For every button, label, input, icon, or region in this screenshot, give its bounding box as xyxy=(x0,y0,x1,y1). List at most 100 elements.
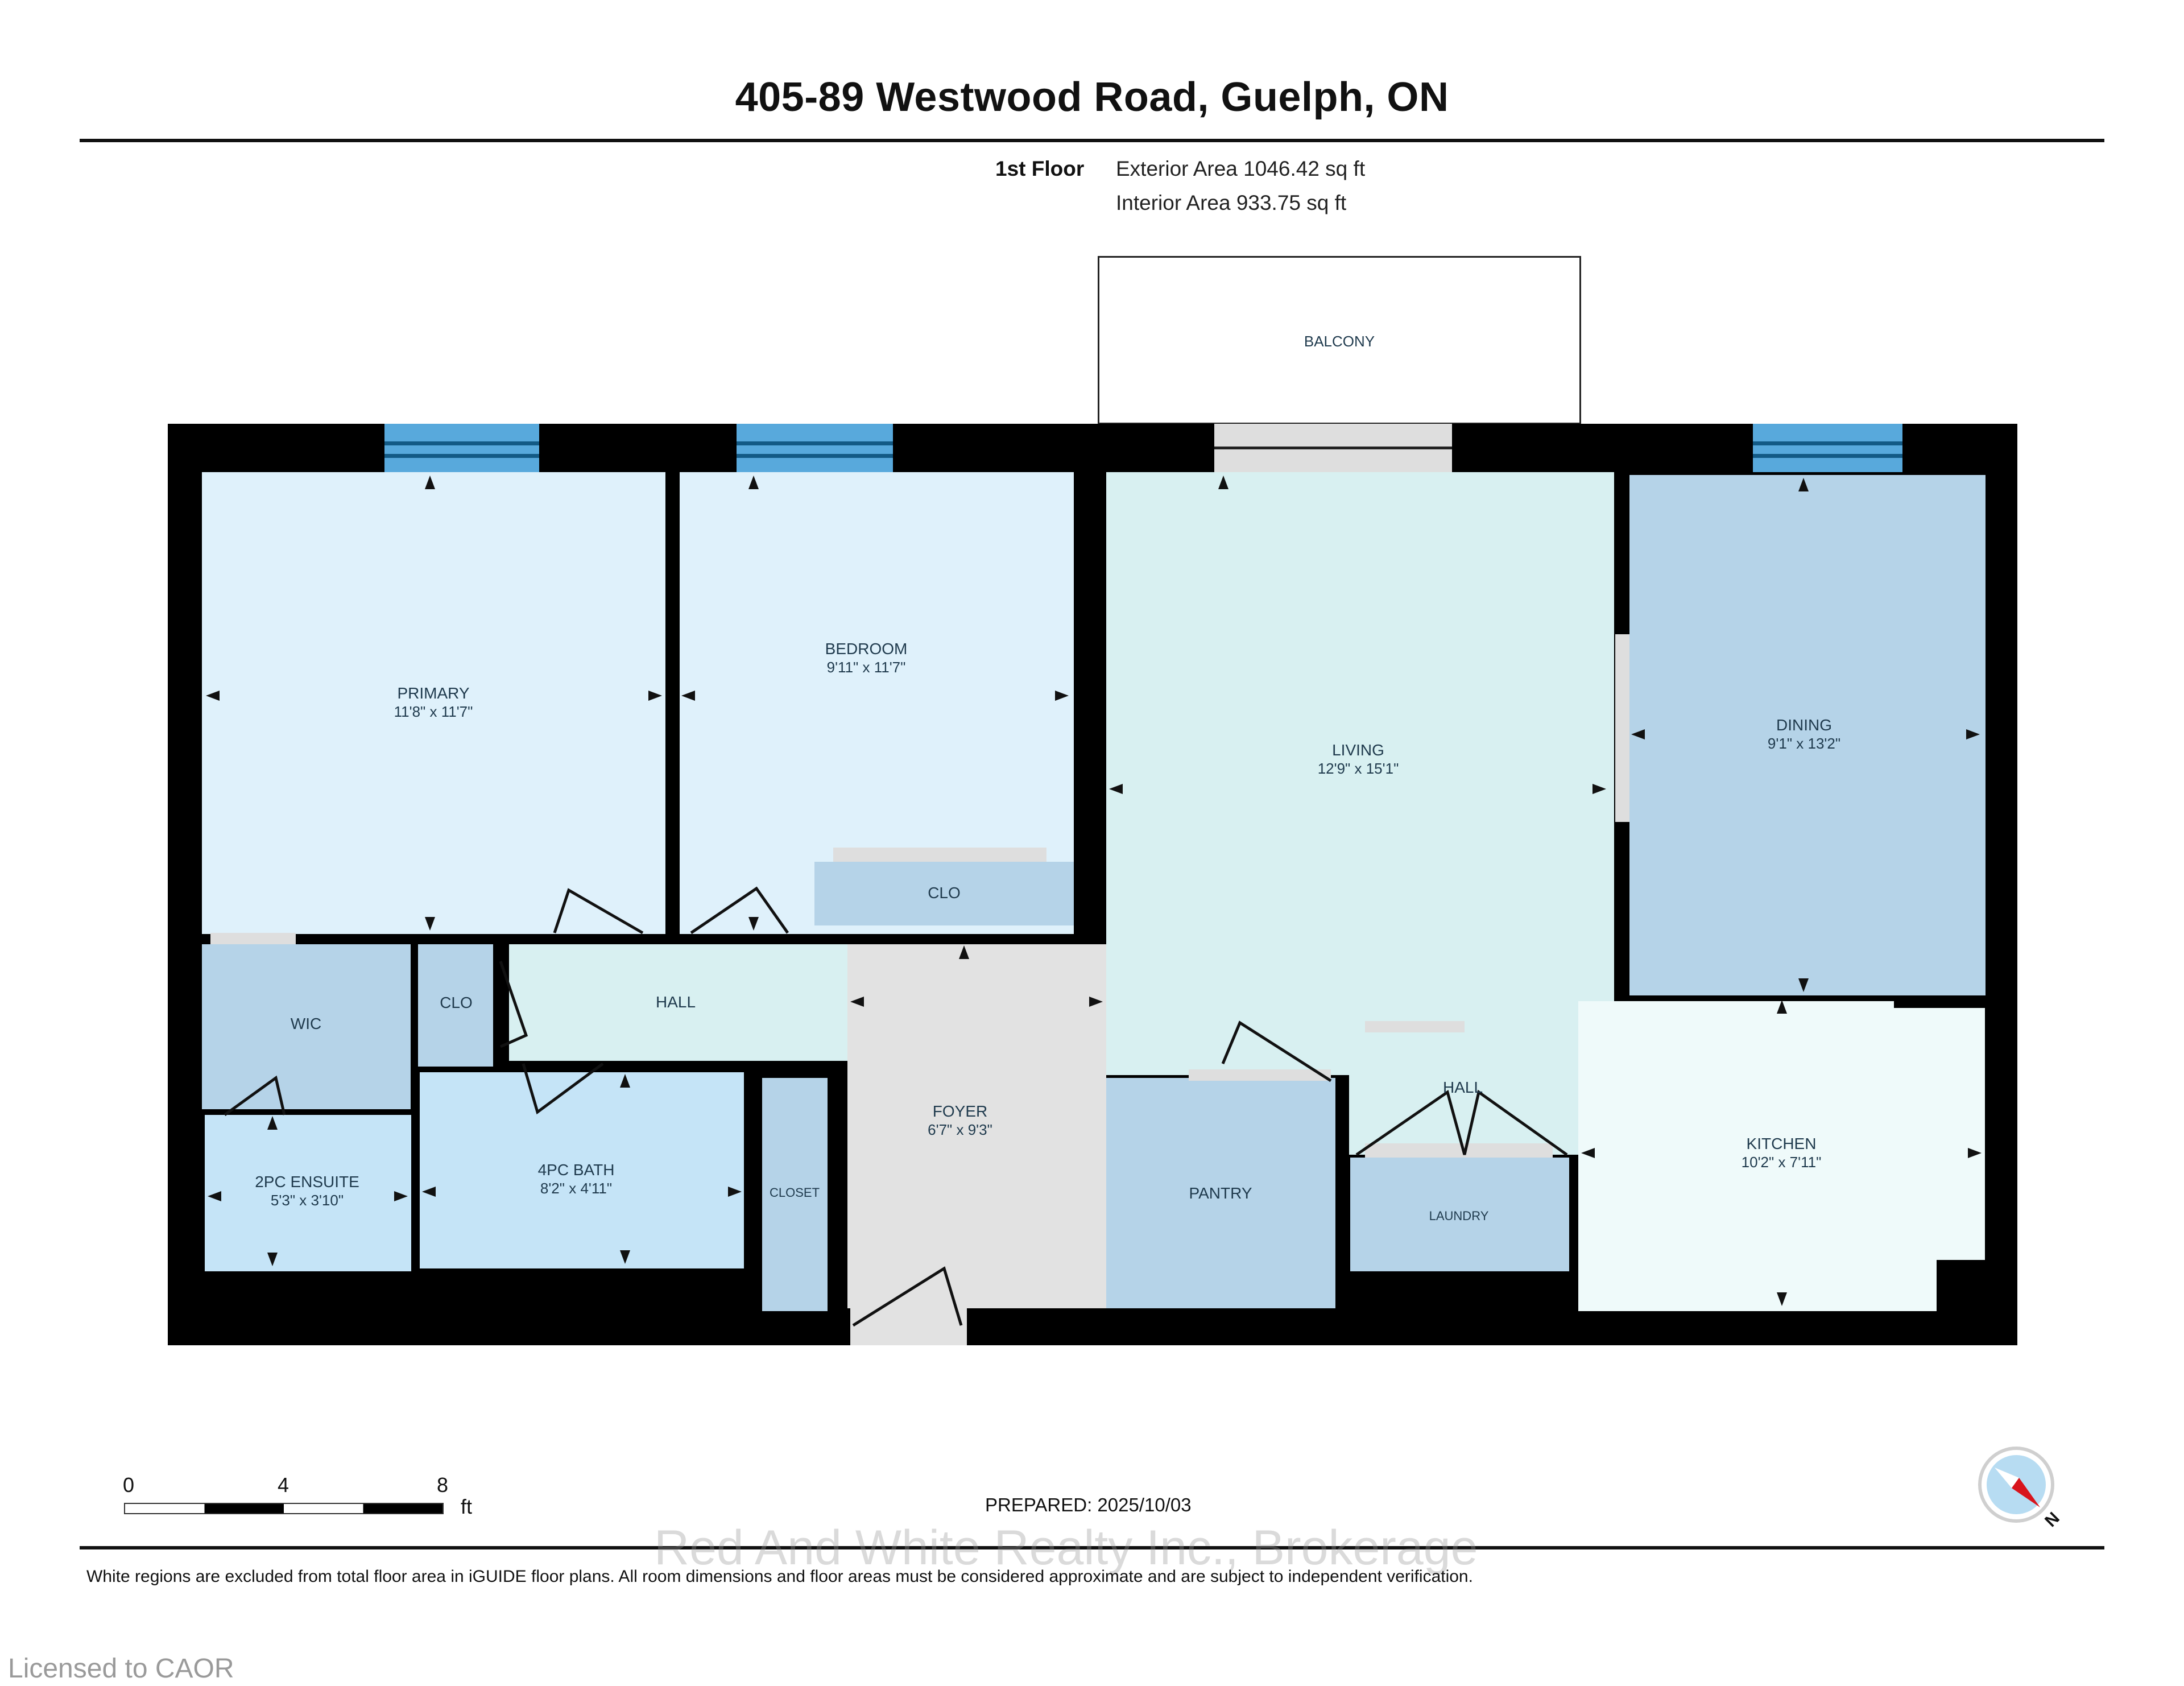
foyer-label: FOYER 6'7" x 9'3" xyxy=(928,1102,992,1139)
arrow-icon xyxy=(206,691,220,701)
room-primary xyxy=(202,472,665,934)
scale-unit: ft xyxy=(461,1495,473,1518)
kitchen-stub-wall xyxy=(1894,997,1985,1008)
hall-east-opening xyxy=(1365,1021,1465,1032)
room-name: 4PC BATH xyxy=(537,1161,615,1179)
plan-title: 405-89 Westwood Road, Guelph, ON xyxy=(735,75,1449,120)
bedroom-closet-label: CLO xyxy=(928,884,961,902)
bath-label: 4PC BATH 8'2" x 4'11" xyxy=(538,1161,615,1197)
license-text: Licensed to CAOR xyxy=(8,1654,234,1684)
arrow-icon xyxy=(1777,1000,1787,1014)
room-name: FOYER xyxy=(932,1102,988,1120)
kitchen-extension xyxy=(1578,1001,1772,1027)
room-dims: 12'9" x 15'1" xyxy=(1317,760,1399,777)
room-name: PRIMARY xyxy=(397,684,470,702)
compass-icon xyxy=(1976,1445,2056,1524)
arrow-icon xyxy=(1798,978,1809,992)
arrow-icon xyxy=(1631,729,1645,739)
bedroom-label: BEDROOM 9'11" x 11'7" xyxy=(825,640,908,676)
arrow-icon xyxy=(1218,476,1228,489)
room-dims: 10'2" x 7'11" xyxy=(1741,1154,1822,1171)
hall-east-label: HALL xyxy=(1442,1078,1483,1096)
arrow-icon xyxy=(1966,729,1980,739)
arrow-icon xyxy=(422,1187,436,1197)
room-kitchen xyxy=(1578,1001,1985,1311)
arrow-icon xyxy=(1581,1148,1595,1158)
footer-rule xyxy=(80,1546,2104,1549)
arrow-icon xyxy=(1109,784,1123,794)
room-name: DINING xyxy=(1776,716,1832,734)
room-name: KITCHEN xyxy=(1746,1135,1817,1152)
kitchen-label: KITCHEN 10'2" x 7'11" xyxy=(1742,1135,1822,1171)
closet-label: CLOSET xyxy=(769,1185,820,1200)
arrow-icon xyxy=(1798,478,1809,491)
room-hall-west xyxy=(509,944,847,1061)
arrow-icon xyxy=(648,691,662,701)
room-bedroom-closet xyxy=(814,862,1074,925)
wic-opening xyxy=(210,933,296,944)
arrow-icon xyxy=(425,917,435,931)
wic-label: WIC xyxy=(290,1015,322,1032)
room-dims: 9'1" x 13'2" xyxy=(1767,735,1841,752)
header-rule xyxy=(80,139,2104,142)
arrow-icon xyxy=(850,997,864,1007)
room-dims: 8'2" x 4'11" xyxy=(540,1180,613,1197)
pantry-door-gap xyxy=(1189,1069,1331,1081)
room-bath xyxy=(420,1072,744,1268)
room-name: 2PC ENSUITE xyxy=(255,1173,359,1191)
room-foyer xyxy=(847,944,1106,1308)
balcony-label: BALCONY xyxy=(1304,333,1375,350)
sliding-door-track xyxy=(1214,447,1452,449)
window-dining xyxy=(1753,424,1902,472)
arrow-icon xyxy=(425,476,435,489)
disclaimer: White regions are excluded from total fl… xyxy=(86,1567,1473,1586)
arrow-icon xyxy=(748,917,759,931)
window-bedroom xyxy=(737,424,893,472)
room-dining xyxy=(1629,475,1986,995)
room-wic xyxy=(202,944,411,1109)
arrow-icon xyxy=(1968,1148,1982,1158)
arrow-icon xyxy=(1055,691,1069,701)
arrow-icon xyxy=(208,1191,221,1201)
arrow-icon xyxy=(681,691,695,701)
room-dims: 5'3" x 3'10" xyxy=(270,1192,344,1209)
entry-door-gap xyxy=(850,1303,967,1345)
arrow-icon xyxy=(1592,784,1606,794)
arrow-icon xyxy=(620,1250,630,1264)
hall-closet-label: CLO xyxy=(440,994,473,1011)
room-living xyxy=(1106,472,1614,1075)
scale-tick-4: 4 xyxy=(278,1473,289,1497)
arrow-icon xyxy=(959,945,969,959)
kitchen-corner-wall xyxy=(1937,1260,1988,1311)
room-dims: 9'11" x 11'7" xyxy=(826,659,906,676)
primary-label: PRIMARY 11'8" x 11'7" xyxy=(394,684,473,721)
pantry-label: PANTRY xyxy=(1189,1184,1252,1202)
watermark: Red And White Realty Inc., Brokerage xyxy=(654,1520,1478,1575)
room-balcony xyxy=(1098,256,1581,424)
floor-label: 1st Floor xyxy=(995,157,1085,180)
scale-tick-8: 8 xyxy=(437,1473,449,1497)
scale-bar-graphic xyxy=(124,1503,444,1514)
room-hall-closet xyxy=(418,944,493,1067)
room-laundry xyxy=(1350,1158,1569,1271)
arrow-icon xyxy=(267,1116,278,1130)
exterior-area: Exterior Area 1046.42 sq ft xyxy=(1116,157,1366,180)
laundry-label: LAUNDRY xyxy=(1429,1209,1489,1223)
arrow-icon xyxy=(1777,1292,1787,1306)
scale-tick-0: 0 xyxy=(123,1473,135,1497)
prepared-date: PREPARED: 2025/10/03 xyxy=(985,1494,1192,1515)
ensuite-label: 2PC ENSUITE 5'3" x 3'10" xyxy=(255,1173,359,1209)
hall-west-label: HALL xyxy=(655,993,696,1011)
arrow-icon xyxy=(748,476,759,489)
room-name: BEDROOM xyxy=(825,640,908,658)
room-dims: 11'8" x 11'7" xyxy=(394,703,473,720)
arrow-icon xyxy=(620,1074,630,1088)
arrow-icon xyxy=(1089,997,1103,1007)
interior-area: Interior Area 933.75 sq ft xyxy=(1116,191,1347,214)
window-primary xyxy=(384,424,539,472)
arrow-icon xyxy=(267,1253,278,1266)
room-closet xyxy=(762,1078,828,1311)
bedroom-closet-sliding xyxy=(833,848,1046,862)
living-dining-opening xyxy=(1615,634,1629,822)
